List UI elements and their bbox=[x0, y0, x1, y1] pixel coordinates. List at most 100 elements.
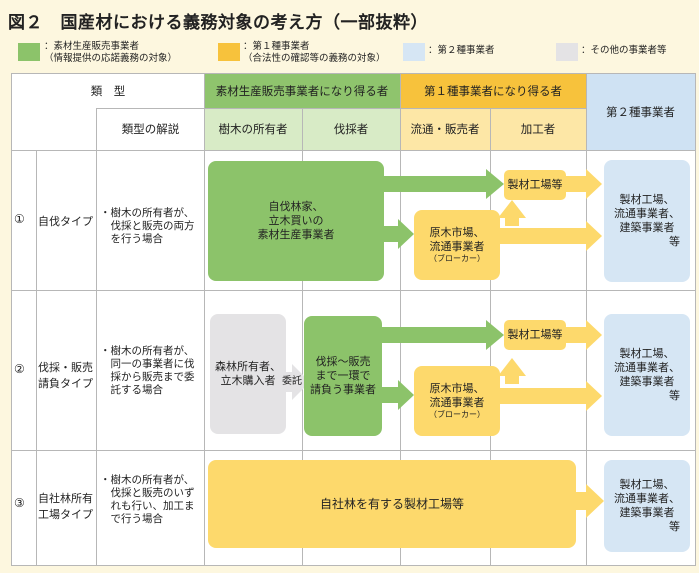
row1-type-name: 自伐タイプ bbox=[38, 196, 96, 246]
header-group-yellow-bg bbox=[400, 74, 586, 108]
row3-desc-line3: れも行い、加工ま bbox=[100, 500, 195, 512]
row3-description: ・樹木の所有者が、 伐採と販売のいず れも行い、加工ま で行う場合 bbox=[100, 474, 195, 526]
row3-second-line1: 製材工場、 bbox=[619, 478, 675, 491]
row2-mill-text: 製材工場等 bbox=[507, 328, 563, 341]
arrow-row2-to-mill bbox=[370, 320, 504, 350]
col-divider-num bbox=[36, 150, 37, 565]
row1-green-box: 自伐林家、 立木買いの 素材生産事業者 bbox=[208, 161, 384, 281]
row2-second-line4: 等 bbox=[669, 389, 680, 402]
row3-second-line3: 建築事業者 bbox=[619, 506, 675, 519]
row2-entrust-label: 委託 bbox=[282, 376, 302, 387]
legend-yellow-line2: （合法性の確認等の義務の対象） bbox=[243, 53, 386, 64]
row2-green-line2: まで一環で bbox=[315, 369, 371, 382]
row2-number: ② bbox=[14, 362, 25, 376]
row3-second-line4: 等 bbox=[669, 520, 680, 533]
row2-second-line1: 製材工場、 bbox=[619, 347, 675, 360]
header-type-desc: 類型の解説 bbox=[121, 122, 180, 136]
row2-description: ・樹木の所有者が、 同一の事業者に伐 採から販売まで委 託する場合 bbox=[100, 345, 195, 397]
arrow-row3-to-second bbox=[574, 484, 604, 518]
row3-second-line2: 流通事業者、 bbox=[614, 492, 680, 505]
row1-green-line2: 立木買いの bbox=[268, 214, 324, 227]
row3-desc-line1: ・樹木の所有者が、 bbox=[100, 474, 195, 486]
legend-swatch-yellow bbox=[218, 43, 240, 61]
row3-type-name-line2: 工場タイプ bbox=[38, 508, 93, 521]
row1-market-line1: 原木市場、 bbox=[429, 226, 485, 239]
header-col-proc: 加工者 bbox=[520, 122, 556, 136]
row2-desc-line3: 採から販売まで委 bbox=[100, 371, 195, 383]
arrow-row1-mill-to-second bbox=[566, 169, 602, 199]
row1-desc-line3: を行う場合 bbox=[100, 233, 163, 245]
legend-green-line2: （情報提供の応諾義務の対象） bbox=[44, 53, 178, 64]
row1-second-line3: 建築事業者 bbox=[619, 221, 675, 234]
row2-green-line1: 伐採～販売 bbox=[315, 355, 371, 368]
row2-market-box: 原木市場、 流通事業者 （ブローカー） bbox=[414, 366, 500, 436]
arrow-row2-entrust bbox=[278, 364, 310, 400]
row1-market-box: 原木市場、 流通事業者 （ブローカー） bbox=[414, 210, 500, 280]
row1-second-line4: 等 bbox=[669, 235, 680, 248]
row3-yellow-text: 自社林を有する製材工場等 bbox=[319, 497, 464, 511]
row1-broker: （ブローカー） bbox=[429, 254, 485, 263]
row1-second-box: 製材工場、 流通事業者、 建築事業者 等 bbox=[604, 160, 690, 282]
row3-yellow-box: 自社林を有する製材工場等 bbox=[208, 460, 576, 548]
row1-market-line2: 流通事業者 bbox=[429, 240, 485, 253]
row2-green-line3: 請負う事業者 bbox=[310, 383, 376, 396]
arrow-row2-market-to-mill bbox=[498, 358, 526, 384]
header-group-green: 素材生産販売事業者になり得る者 bbox=[215, 84, 389, 98]
header-group-yellow: 第１種事業者になり得る者 bbox=[424, 84, 562, 98]
row3-second-box: 製材工場、 流通事業者、 建築事業者 等 bbox=[604, 460, 690, 552]
row2-green-box: 伐採～販売 まで一環で 請負う事業者 bbox=[304, 316, 382, 436]
row2-second-line2: 流通事業者、 bbox=[614, 361, 680, 374]
row1-mill-box: 製材工場等 bbox=[504, 170, 566, 200]
legend-yellow: ：第１種事業者 （合法性の確認等の義務の対象） bbox=[243, 41, 386, 65]
row-divider-2 bbox=[12, 450, 695, 451]
row2-desc-line2: 同一の事業者に伐 bbox=[100, 358, 195, 370]
header-col-logger: 伐採者 bbox=[333, 122, 369, 136]
row1-description: ・樹木の所有者が、 伐採と販売の両方 を行う場合 bbox=[100, 207, 195, 246]
row3-desc-line2: 伐採と販売のいず bbox=[100, 487, 195, 499]
header-yellow-sub-bg bbox=[400, 108, 586, 150]
legend-swatch-green bbox=[18, 43, 40, 61]
legend-swatch-blue bbox=[403, 43, 425, 61]
row-divider-header bbox=[12, 150, 695, 151]
row2-gray-line2: 立木購入者 bbox=[220, 374, 276, 387]
header-col-dist: 流通・販売者 bbox=[410, 122, 480, 136]
header-type: 類 型 bbox=[90, 84, 126, 98]
col-divider-owner bbox=[302, 108, 303, 565]
legend-green-line1: ：素材生産販売事業者 bbox=[44, 41, 140, 52]
row1-green-line3: 素材生産事業者 bbox=[257, 228, 335, 241]
row2-desc-line1: ・樹木の所有者が、 bbox=[100, 345, 195, 357]
row2-desc-line4: 託する場合 bbox=[100, 384, 163, 396]
col-divider-desc bbox=[204, 74, 205, 565]
row2-gray-box: 森林所有者、 立木購入者 bbox=[210, 314, 286, 434]
arrow-row1-market-to-mill bbox=[498, 200, 526, 226]
legend-swatch-gray bbox=[556, 43, 578, 61]
header-col-owner: 樹木の所有者 bbox=[218, 122, 288, 136]
legend-gray: ：その他の事業者等 bbox=[581, 45, 667, 56]
row2-mill-box: 製材工場等 bbox=[504, 320, 566, 350]
row1-type-name-line1: 自伐タイプ bbox=[38, 215, 93, 228]
row1-desc-line1: ・樹木の所有者が、 bbox=[100, 207, 195, 219]
row2-market-line1: 原木市場、 bbox=[429, 382, 485, 395]
row3-number: ③ bbox=[14, 496, 25, 510]
figure-title: 図２ 国産材における義務対象の考え方（一部抜粋） bbox=[8, 13, 428, 33]
row3-desc-line4: で行う場合 bbox=[100, 513, 163, 525]
row3-type-name: 自社林所有 工場タイプ bbox=[38, 484, 96, 528]
row3-type-name-line1: 自社林所有 bbox=[38, 492, 93, 505]
col-divider-type bbox=[96, 108, 97, 565]
legend-green: ：素材生産販売事業者 （情報提供の応諾義務の対象） bbox=[44, 41, 177, 65]
row2-broker: （ブローカー） bbox=[429, 410, 485, 419]
header-sub-divider bbox=[96, 108, 586, 109]
col-divider-logger bbox=[400, 74, 401, 565]
arrow-row1-market-to-second bbox=[500, 221, 602, 251]
row2-type-name-line2: 請負タイプ bbox=[38, 377, 93, 390]
row1-green-line1: 自伐林家、 bbox=[268, 200, 324, 213]
row2-market-line2: 流通事業者 bbox=[429, 396, 485, 409]
row1-second-line2: 流通事業者、 bbox=[614, 207, 680, 220]
row2-second-line3: 建築事業者 bbox=[619, 375, 675, 388]
header-group-green-bg bbox=[204, 74, 400, 108]
row1-second-line1: 製材工場、 bbox=[619, 193, 675, 206]
arrow-row2-mill-to-second bbox=[566, 320, 602, 350]
arrow-row2-market-to-second bbox=[500, 381, 602, 411]
row1-mill-text: 製材工場等 bbox=[507, 178, 563, 191]
row2-second-box: 製材工場、 流通事業者、 建築事業者 等 bbox=[604, 314, 690, 436]
